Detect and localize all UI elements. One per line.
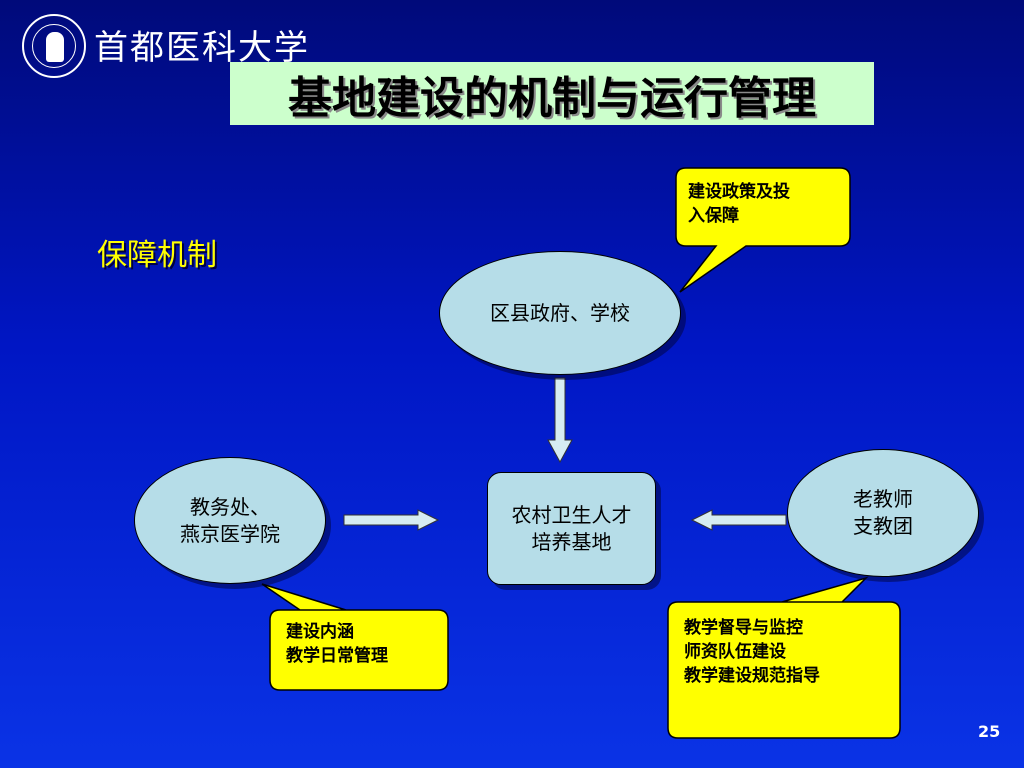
node-training-base: 农村卫生人才 培养基地 [487, 472, 656, 585]
seal-emblem [46, 32, 64, 62]
callout-policy-shape [675, 167, 851, 293]
callout-policy-text: 建设政策及投 入保障 [688, 182, 790, 226]
slide-title: 基地建设的机制与运行管理 [288, 72, 816, 124]
callout-content-text: 建设内涵 教学日常管理 [286, 622, 388, 666]
seal-inner-ring [32, 24, 76, 68]
slide-title-box: 基地建设的机制与运行管理 [230, 62, 874, 125]
node-academic-office: 教务处、 燕京医学院 [134, 457, 326, 584]
node-government: 区县政府、学校 [439, 251, 681, 375]
page-number: 25 [978, 722, 1001, 741]
section-label: 保障机制 [97, 238, 217, 273]
university-seal-logo [22, 14, 86, 78]
university-name-logo: 首都医科大学 [94, 28, 310, 68]
callout-supervision-shape [667, 576, 901, 739]
callout-supervision-text: 教学督导与监控 师资队伍建设 教学建设规范指导 [684, 618, 820, 686]
callout-content-shape [261, 583, 449, 691]
node-teacher-group: 老教师 支教团 [787, 449, 979, 577]
arrow-right [343, 509, 440, 531]
arrow-down [547, 377, 573, 464]
arrow-left [690, 509, 787, 531]
